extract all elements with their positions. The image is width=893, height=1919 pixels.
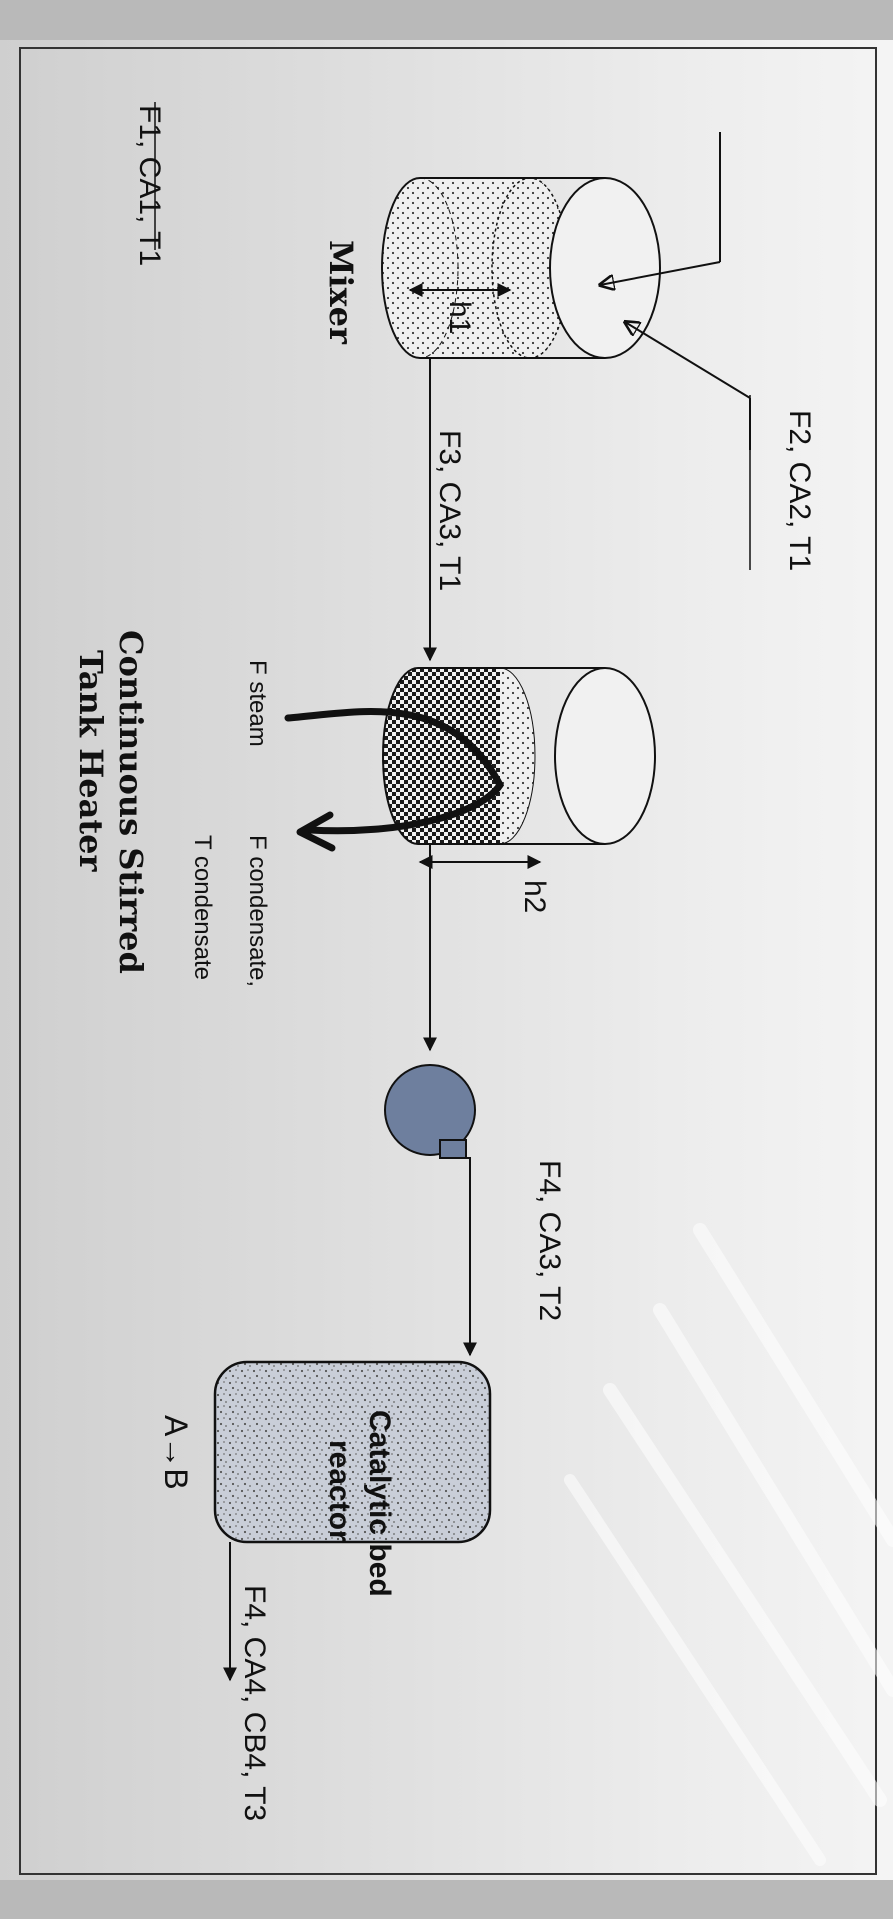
pump-icon <box>384 1064 476 1159</box>
heater-tank <box>382 667 656 845</box>
feed1-stream <box>600 132 721 285</box>
mixer-label: Mixer <box>322 240 360 345</box>
pump-outlet-label: F4, CA3, T2 <box>533 1160 566 1321</box>
reactor-outlet-label: F4, CA4, CB4, T3 <box>238 1585 271 1821</box>
condensate-temp-label: T condensate <box>189 835 216 980</box>
screen-glare <box>564 1223 893 1866</box>
condensate-flow-label: F condensate, <box>244 835 271 987</box>
heater-label-line1: Continuous Stirred <box>112 630 150 974</box>
h2-label: h2 <box>518 880 551 913</box>
reaction-label: A→B <box>158 1415 194 1490</box>
feed2-label: F2, CA2, T1 <box>783 410 816 571</box>
catalytic-bed-reactor <box>213 1360 492 1544</box>
mixer-tank <box>381 177 661 359</box>
steam-label: F steam <box>244 660 271 747</box>
monitor-frame <box>19 47 877 1875</box>
feed1-label: F1, CA1, T1 <box>133 105 166 266</box>
heater-label-line2: Tank Heater <box>72 650 110 873</box>
steam-coil <box>284 708 505 835</box>
reactor-label-line2: reactor <box>323 1440 356 1542</box>
pump-outlet-line <box>455 1157 477 1357</box>
h1-label: h1 <box>443 301 476 334</box>
reactor-label-line1: Catalytic bed <box>363 1410 396 1597</box>
mixer-outlet-label: F3, CA3, T1 <box>433 430 466 591</box>
condensate-arrowhead <box>296 811 336 852</box>
feed2-stream <box>625 322 751 450</box>
